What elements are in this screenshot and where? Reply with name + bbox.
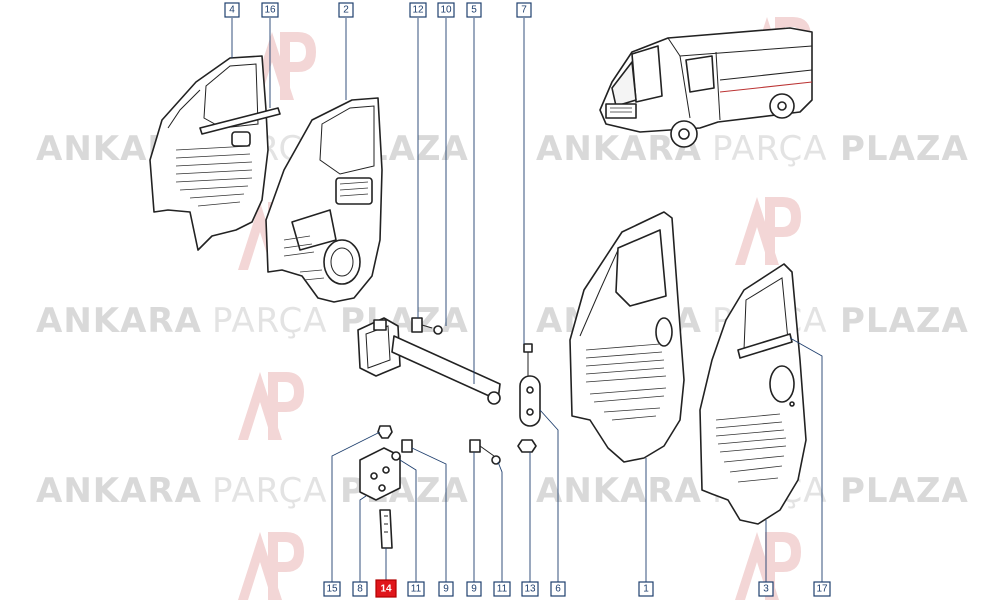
svg-text:1: 1 [643, 584, 649, 595]
svg-text:4: 4 [229, 5, 235, 16]
callouts: 4 16 2 12 10 5 7 15 [224, 2, 831, 598]
svg-text:10: 10 [440, 5, 452, 16]
wm-parca: PARÇA [712, 129, 828, 169]
callout-17[interactable]: 17 [813, 581, 831, 597]
door-inner-right-hatching [715, 413, 787, 483]
callout-13[interactable]: 13 [521, 581, 539, 597]
callout-9-right[interactable]: 9 [466, 581, 482, 597]
strap-bolt-12 [411, 317, 433, 333]
callout-12[interactable]: 12 [409, 2, 427, 18]
callout-15[interactable]: 15 [323, 581, 341, 597]
svg-text:11: 11 [411, 584, 422, 595]
wm-plaza: PLAZA [840, 301, 969, 341]
svg-text:14: 14 [380, 584, 392, 595]
strap-bracket-6 [519, 375, 541, 427]
svg-text:17: 17 [816, 584, 828, 595]
strap-washer-10 [433, 325, 443, 335]
door-inner-panel-right [699, 263, 807, 525]
wm-ankara: ANKARA [36, 471, 202, 511]
svg-text:5: 5 [471, 5, 477, 16]
watermark-logo [238, 532, 304, 600]
svg-text:15: 15 [326, 584, 338, 595]
callout-8[interactable]: 8 [352, 581, 368, 597]
watermark-logo [735, 197, 801, 265]
door-window-strip [199, 107, 281, 135]
leader-lines [231, 18, 823, 582]
svg-text:13: 13 [524, 584, 536, 595]
door-inner-panel-left [265, 97, 383, 303]
wm-plaza: PLAZA [840, 129, 969, 169]
door-outer-panel-right [569, 211, 685, 463]
svg-text:12: 12 [412, 5, 424, 16]
wm-parca: PARÇA [212, 471, 328, 511]
strap-bolt-9 [469, 439, 495, 457]
door-check-strap [357, 317, 501, 405]
svg-text:2: 2 [343, 5, 349, 16]
callout-11-left[interactable]: 11 [407, 581, 425, 597]
svg-text:7: 7 [521, 5, 527, 16]
hinge-pin-14 [379, 509, 393, 549]
callout-2[interactable]: 2 [338, 2, 354, 18]
wm-ankara: ANKARA [536, 471, 702, 511]
callout-14-highlighted[interactable]: 14 [375, 579, 397, 598]
inner-panel-grille [339, 181, 369, 197]
svg-text:9: 9 [471, 584, 477, 595]
door-right-hatching [585, 343, 667, 421]
callout-6[interactable]: 6 [550, 581, 566, 597]
callout-5[interactable]: 5 [466, 2, 482, 18]
callout-3[interactable]: 3 [758, 581, 774, 597]
hinge-bolt-15 [377, 425, 393, 439]
hinge-plate-8 [359, 447, 401, 501]
svg-text:9: 9 [443, 584, 449, 595]
callout-10[interactable]: 10 [437, 2, 455, 18]
strap-nut-13 [517, 439, 537, 453]
callout-9-left[interactable]: 9 [438, 581, 454, 597]
wm-plaza: PLAZA [840, 471, 969, 511]
callout-16[interactable]: 16 [261, 2, 279, 18]
van-illustration [599, 27, 813, 148]
watermark-logo [238, 372, 304, 440]
callout-11-right[interactable]: 11 [493, 581, 511, 597]
wm-parca: PARÇA [212, 301, 328, 341]
hinge-washer-11 [391, 451, 401, 461]
svg-text:8: 8 [357, 584, 363, 595]
svg-text:6: 6 [555, 584, 561, 595]
door-outer-panel-left [149, 55, 269, 251]
svg-text:11: 11 [497, 584, 508, 595]
wm-ankara: ANKARA [36, 301, 202, 341]
callout-4[interactable]: 4 [224, 2, 240, 18]
callout-7[interactable]: 7 [516, 2, 532, 18]
callout-1[interactable]: 1 [638, 581, 654, 597]
strap-bolt-7 [523, 343, 533, 376]
hinge-bolt-9 [401, 439, 413, 453]
inner-panel-hatching [283, 235, 325, 281]
svg-text:16: 16 [264, 5, 276, 16]
svg-text:3: 3 [763, 584, 769, 595]
